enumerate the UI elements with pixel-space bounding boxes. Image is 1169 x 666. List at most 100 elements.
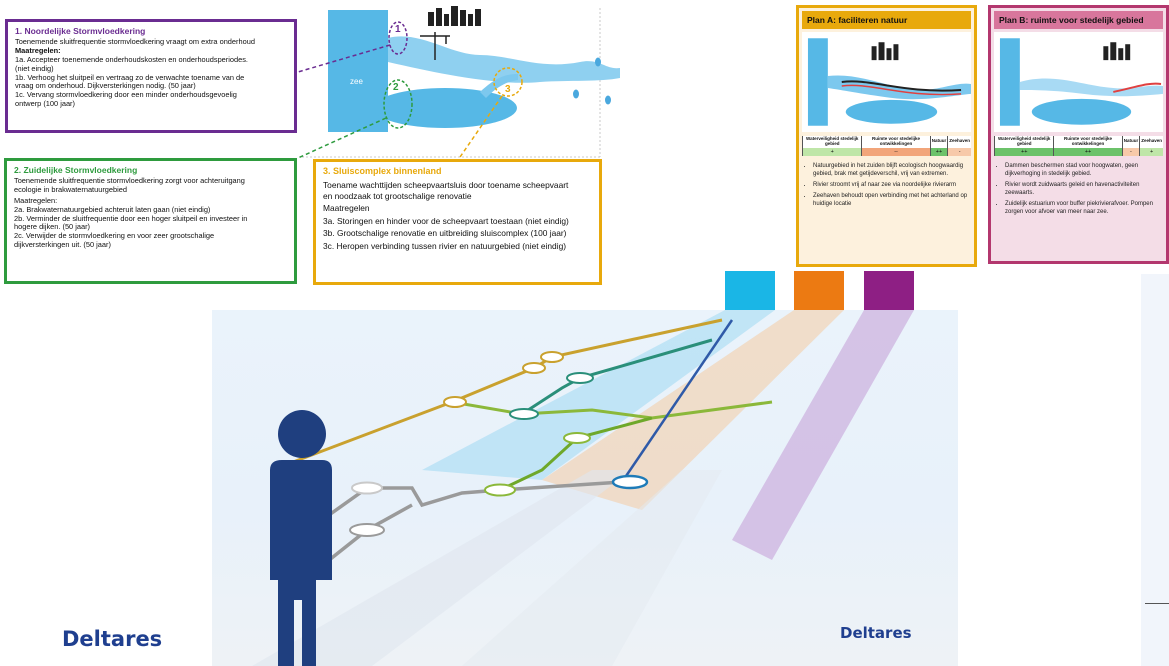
marker-circle-3 xyxy=(493,67,523,97)
leader-line-2 xyxy=(297,117,387,159)
score-cell: + xyxy=(1139,147,1163,156)
pathway-node xyxy=(566,372,594,384)
measures-box-north-barrier: 1. Noordelijke Stormvloedkering Toenemen… xyxy=(5,19,297,133)
box-line: en noodzaak tot grootschalige renovatie xyxy=(323,190,472,201)
beam-cyan xyxy=(422,310,775,480)
table-header: Ruimte voor stedelijke ontwikkelingen xyxy=(861,136,931,148)
box-line: ecologie in brakwaternatuurgebied xyxy=(14,184,127,194)
bullet-item: Zuidelijk estuarium voor buffer piekrivi… xyxy=(1005,200,1160,216)
table-header: Zeehaven xyxy=(947,136,971,148)
delta-schematic-map: zee 1 2 3 xyxy=(297,6,620,160)
pathway-node xyxy=(540,351,564,363)
box-line: Maatregelen: xyxy=(14,195,58,205)
measures-box-south-barrier: 2. Zuidelijke Stormvloedkering Toenemend… xyxy=(4,158,297,284)
marker-label-2: 2 xyxy=(393,82,399,93)
raindrop-icon xyxy=(573,57,611,105)
box-line: 1c. Vervang stormvloedkering door een mi… xyxy=(15,90,237,100)
table-header: Zeehaven xyxy=(1139,136,1163,148)
score-cell: ++ xyxy=(1053,147,1123,156)
pathway-node xyxy=(443,396,467,408)
box-line: 1a. Accepteer toenemende onderhoudskoste… xyxy=(15,54,248,64)
plan-a-panel: Plan A: faciliteren natuur Waterveilighe… xyxy=(796,5,977,267)
box-line: 3c. Heropen verbinding tussen rivier en … xyxy=(323,240,567,251)
box-line: (niet eindig) xyxy=(15,63,54,73)
table-header: Waterveiligheid stedelijk gebied xyxy=(993,136,1054,148)
plan-b-score-table: Waterveiligheid stedelijk gebied Ruimte … xyxy=(993,136,1163,156)
measures-box-lock-complex: 3. Sluiscomplex binnenland Toename wacht… xyxy=(313,159,602,285)
score-cell: - xyxy=(1121,147,1140,156)
bullet-item: Zeehaven behoudt open verbinding met het… xyxy=(813,192,968,208)
inland-channel xyxy=(480,74,518,98)
box-line: 1b. Verhoog het sluitpeil en vertraag zo… xyxy=(15,72,245,82)
plan-b-title: Plan B: ruimte voor stedelijk gebied xyxy=(994,11,1163,29)
city-icon xyxy=(428,6,481,26)
box-line: Toenemende sluitfrequentie stormvloedker… xyxy=(14,176,245,185)
box-line: 2b. Verminder de sluitfrequentie door ee… xyxy=(14,213,248,223)
plan-b-scenario-image xyxy=(994,32,1163,132)
score-cell: - xyxy=(947,147,971,156)
bullet-item: Rivier stroomt vrij af naar zee via noor… xyxy=(813,181,968,189)
pathway-node xyxy=(522,362,546,374)
pathway-line-teal xyxy=(521,338,713,416)
beam-magenta xyxy=(732,310,914,560)
score-cell: -- xyxy=(861,147,931,156)
pathways-illustration xyxy=(252,310,914,666)
plan-a-title: Plan A: faciliteren natuur xyxy=(802,11,971,29)
pathway-node xyxy=(349,523,385,537)
table-header: Natuur xyxy=(929,136,948,148)
marker-label-3: 3 xyxy=(505,84,511,95)
box-title: 2. Zuidelijke Stormvloedkering xyxy=(14,165,138,175)
box-line: 2a. Brakwaternatuurgebied achteruit late… xyxy=(14,204,211,214)
beam-orange xyxy=(542,310,844,510)
table-header: Natuur xyxy=(1121,136,1140,148)
pathway-node xyxy=(563,432,591,444)
score-cell: + xyxy=(801,147,862,156)
pathway-node xyxy=(351,481,383,495)
pathways-panel xyxy=(212,310,958,666)
plan-b-bullets: Dammen beschermen stad voor hoogwaten, g… xyxy=(1005,162,1160,217)
box-line: Maatregelen: xyxy=(15,45,61,55)
box-line: vraag om onderhoud. Dijkversterkingen no… xyxy=(15,81,196,91)
box-line: dijkversterkingen uit. (50 jaar) xyxy=(14,240,111,250)
swatch-orange xyxy=(794,271,844,310)
bullet-item: Rivier wordt zuidwaarts geleid en havena… xyxy=(1005,181,1160,197)
leader-line-3 xyxy=(457,95,503,160)
plan-a-scenario-image xyxy=(802,32,971,132)
score-cell: ++ xyxy=(929,147,948,156)
leader-line-1 xyxy=(297,44,391,73)
pathway-node xyxy=(484,483,516,497)
sea-label: zee xyxy=(350,77,363,86)
deltares-logo-left: Deltares xyxy=(62,627,163,651)
bullet-item: Dammen beschermen stad voor hoogwaten, g… xyxy=(1005,162,1160,178)
table-header: Waterveiligheid stedelijk gebied xyxy=(801,136,862,148)
box-line: ontwerp (100 jaar) xyxy=(15,99,75,109)
pathway-node xyxy=(611,474,649,490)
swatch-cyan xyxy=(725,271,775,310)
swatch-magenta xyxy=(864,271,914,310)
box-line: Toenemende sluitfrequentie stormvloedker… xyxy=(15,37,255,46)
plan-a-score-table: Waterveiligheid stedelijk gebied Ruimte … xyxy=(801,136,971,156)
box-line: 2c. Verwijder de stormvloedkering en voo… xyxy=(14,231,215,241)
crane-icon xyxy=(420,32,450,60)
box-line: 3a. Storingen en hinder voor de scheepva… xyxy=(323,215,569,226)
pathway-line-navy xyxy=(620,319,734,483)
side-divider xyxy=(1145,603,1169,604)
pathway-line-green xyxy=(499,416,653,492)
box-line: Toename wachttijden scheepvaartsluis doo… xyxy=(323,180,569,190)
table-header: Ruimte voor stedelijke ontwikkelingen xyxy=(1053,136,1123,148)
north-river xyxy=(388,36,620,83)
box-line: 3b. Grootschalige renovatie en uitbreidi… xyxy=(323,228,567,238)
pathway-line-green-light xyxy=(451,400,773,420)
person-figure-icon xyxy=(270,410,332,666)
score-cell: ++ xyxy=(993,147,1054,156)
box-line: Maatregelen xyxy=(323,203,370,213)
box-title: 1. Noordelijke Stormvloedkering xyxy=(15,26,146,36)
pathway-node xyxy=(509,408,539,420)
plan-b-panel: Plan B: ruimte voor stedelijk gebied Wat… xyxy=(988,5,1169,264)
side-strip xyxy=(1141,274,1169,666)
marker-label-1: 1 xyxy=(395,24,401,35)
plan-a-bullets: Natuurgebied in het zuiden blijft ecolog… xyxy=(813,162,968,208)
marker-circle-1 xyxy=(388,21,408,55)
bullet-item: Natuurgebied in het zuiden blijft ecolog… xyxy=(813,162,968,178)
deltares-logo-right: Deltares xyxy=(840,624,912,642)
